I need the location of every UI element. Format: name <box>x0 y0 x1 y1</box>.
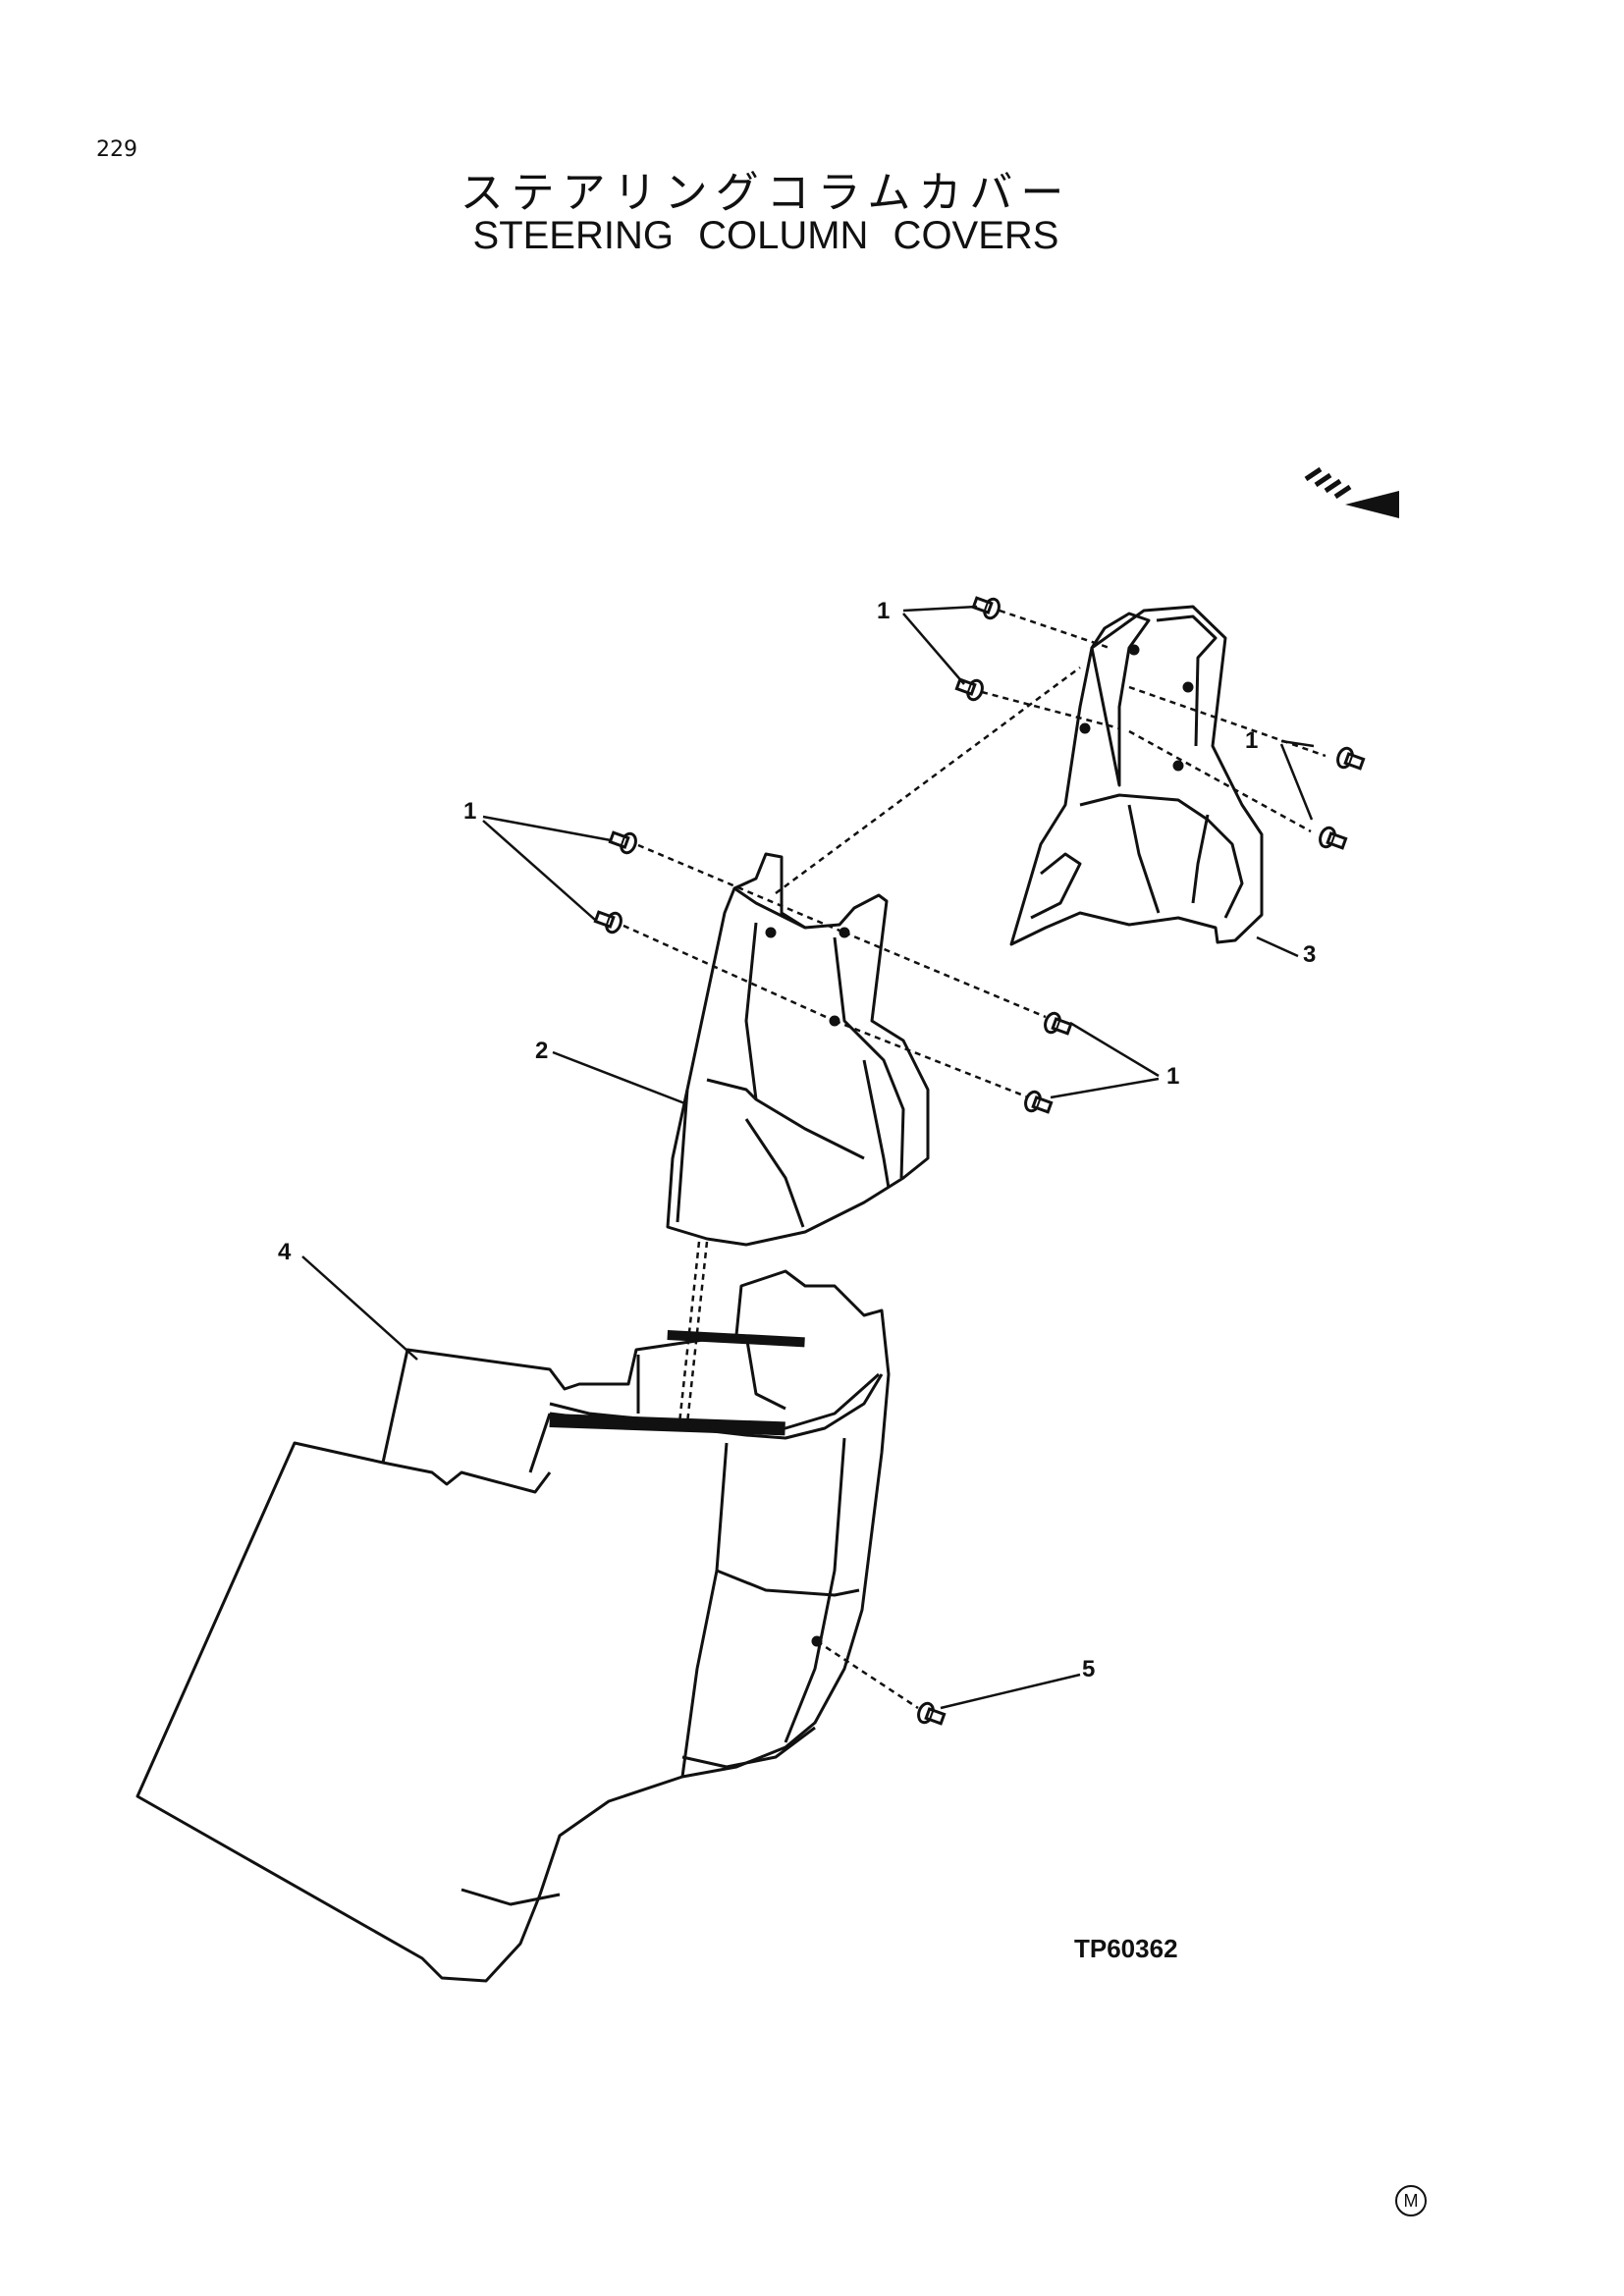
part-2-upper-cover <box>666 852 930 1247</box>
callout-part-3: 3 <box>1303 941 1316 968</box>
page-title-japanese: ステアリングコラムカバー <box>460 168 1072 218</box>
page-title-english: STEERING COLUMN COVERS <box>472 214 1059 257</box>
drawing-code: TP60362 <box>1074 1934 1178 1963</box>
part-4-lower-cover <box>135 1269 891 1983</box>
direction-arrow-icon <box>1304 466 1399 518</box>
page-number: 229 <box>96 137 137 162</box>
callout-part-4: 4 <box>278 1239 292 1265</box>
callout-part-1-top: 1 <box>877 598 890 624</box>
assembly-lines <box>623 609 1326 1710</box>
part-3-rear-cover <box>1009 605 1264 946</box>
callout-part-5: 5 <box>1082 1656 1095 1682</box>
circled-m-icon: M <box>1395 2185 1427 2216</box>
callout-part-1-left: 1 <box>463 798 476 825</box>
callout-part-1-upper-right: 1 <box>1245 727 1258 754</box>
leader-lines <box>301 605 1315 1710</box>
callout-part-1-right: 1 <box>1166 1063 1179 1090</box>
callout-part-2: 2 <box>535 1038 548 1064</box>
